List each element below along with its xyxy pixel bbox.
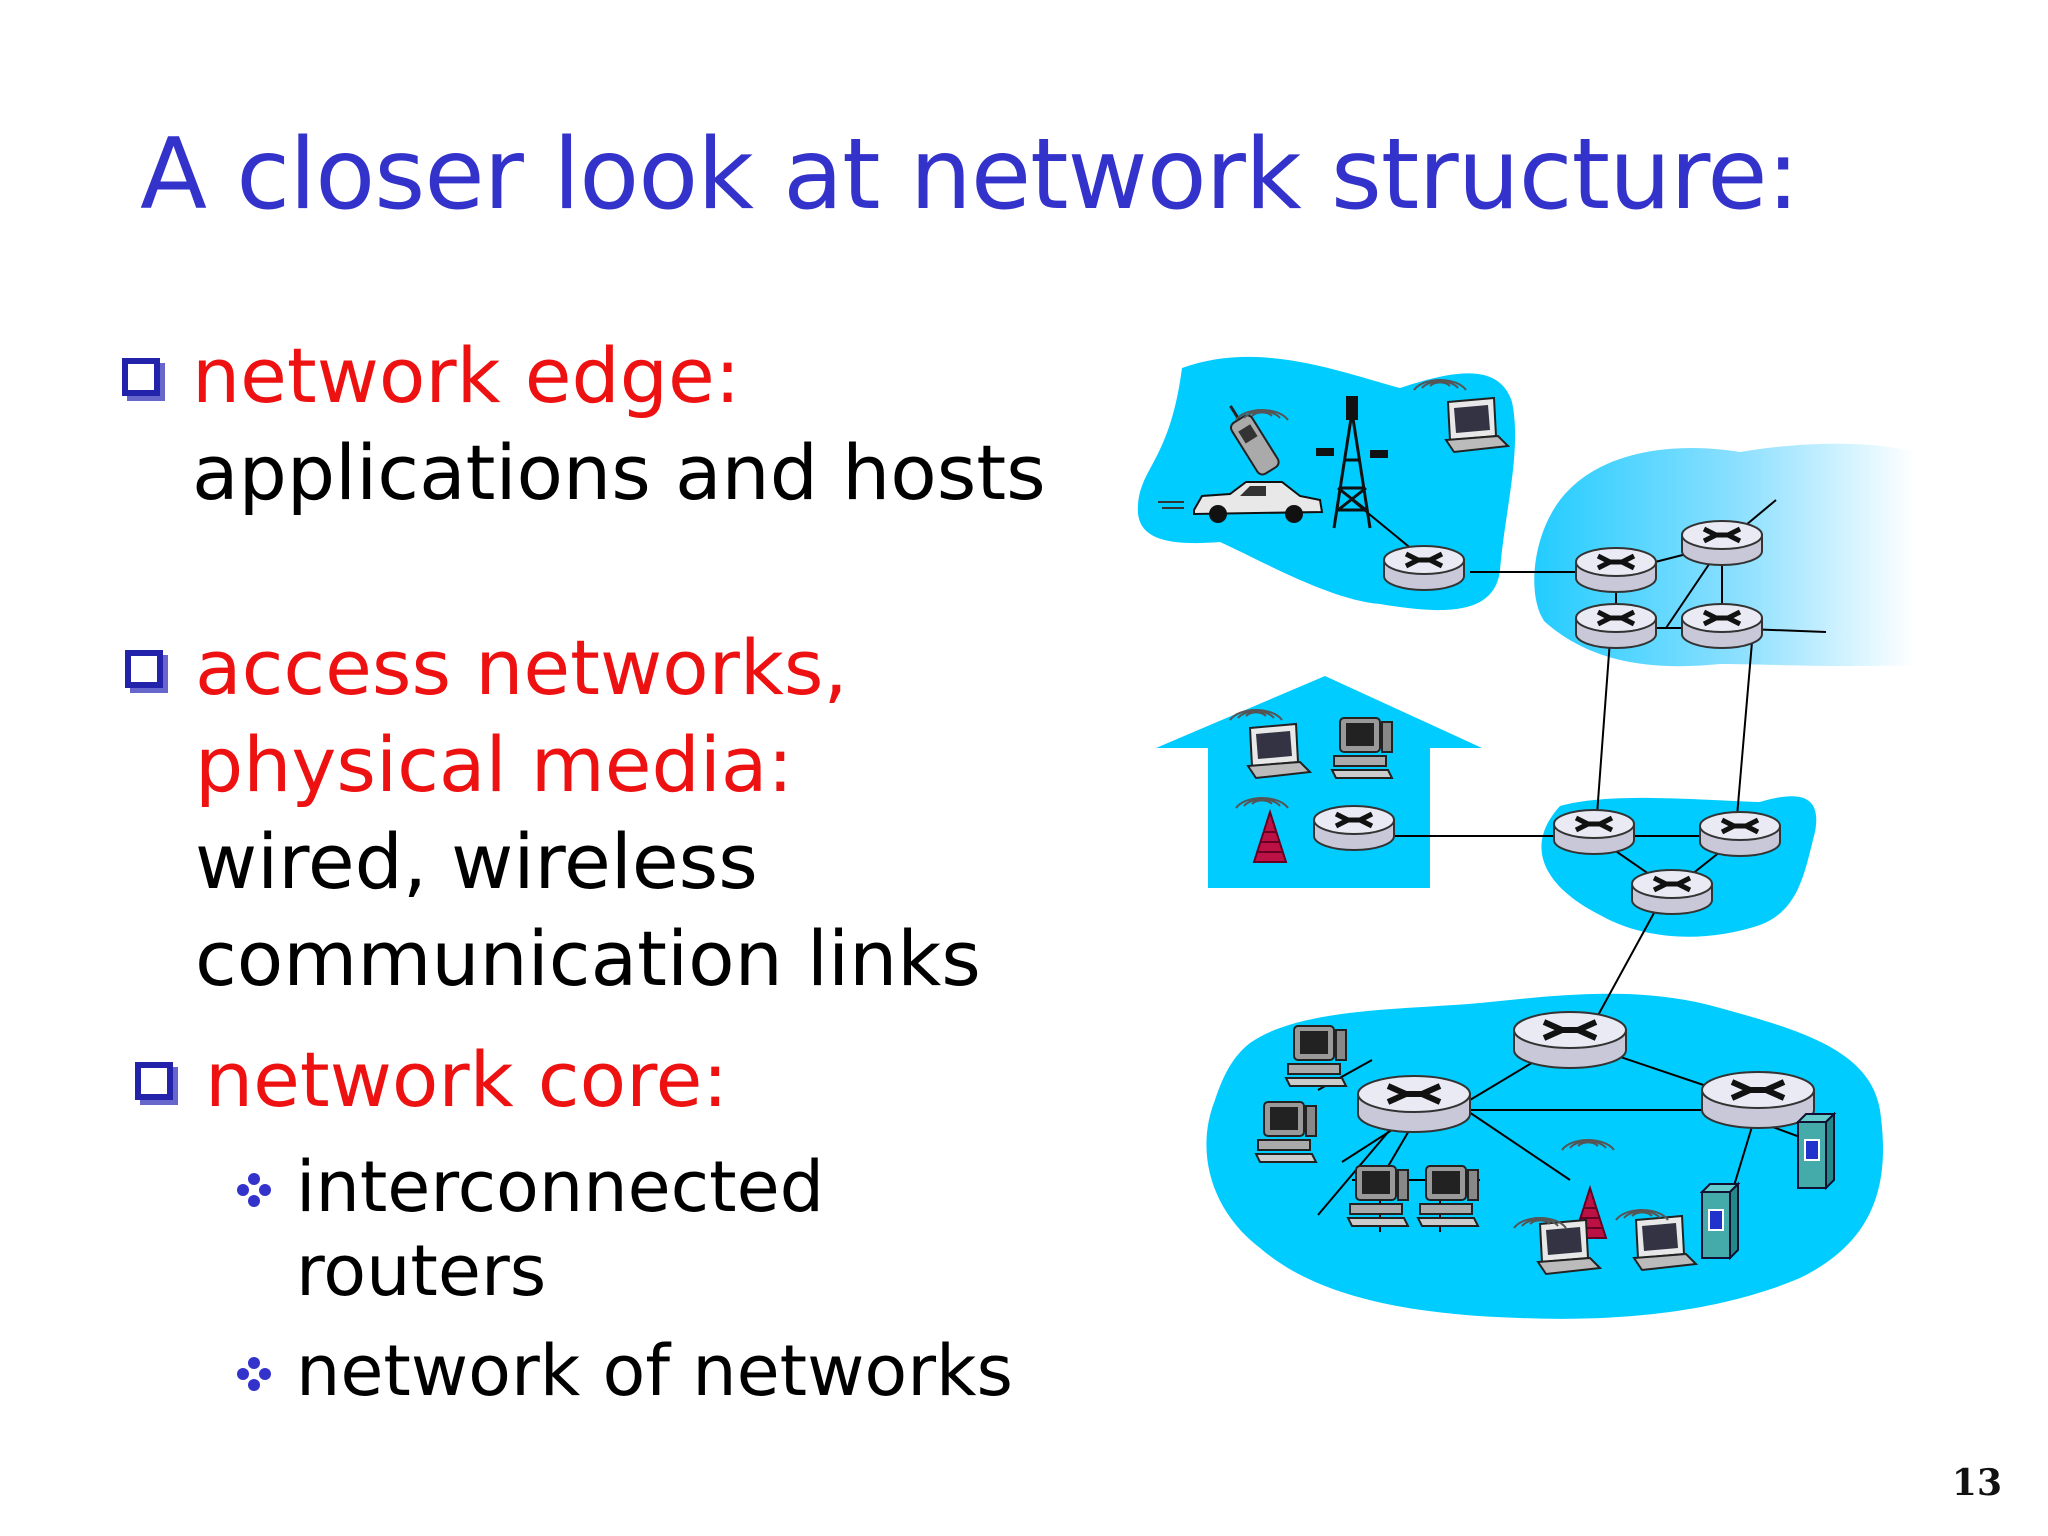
router-icon	[1682, 604, 1762, 648]
desktop-computer-icon	[1417, 1165, 1479, 1227]
access-networks-text-line-1: wired, wireless	[195, 817, 758, 906]
page-number: 13	[1951, 1462, 2002, 1504]
access-networks-text-line-2: communication links	[195, 914, 981, 1003]
core-sub-item-1-line-1: interconnected	[296, 1146, 825, 1228]
router-icon	[1576, 548, 1656, 592]
desktop-computer-icon	[1331, 717, 1393, 779]
checkbox-bullet-icon	[122, 358, 160, 396]
router-icon	[1358, 1076, 1470, 1132]
core-sub-item-2: network of networks	[296, 1330, 1013, 1412]
cell-phone-icon	[1229, 405, 1280, 476]
router-icon	[1702, 1072, 1814, 1128]
network-core-heading: network core:	[205, 1035, 729, 1124]
desktop-computer-icon	[1347, 1165, 1409, 1227]
router-icon	[1384, 546, 1464, 590]
checkbox-bullet-icon	[125, 650, 163, 688]
router-icon	[1514, 1012, 1626, 1068]
router-icon	[1700, 812, 1780, 856]
router-icon	[1314, 806, 1394, 850]
access-networks-heading-line-2: physical media:	[195, 720, 794, 809]
router-icon	[1632, 870, 1712, 914]
core-sub-item-1-line-2: routers	[296, 1230, 547, 1312]
diamond-bullet-icon	[237, 1173, 271, 1207]
router-icon	[1576, 604, 1656, 648]
slide-title: A closer look at network structure:	[140, 118, 1800, 232]
car-icon	[1158, 481, 1324, 523]
network-edge-heading: network edge:	[192, 331, 741, 420]
desktop-computer-icon	[1285, 1025, 1347, 1087]
access-networks-heading-line-1: access networks,	[195, 623, 848, 712]
home-network	[1156, 676, 1482, 888]
checkbox-bullet-icon	[135, 1062, 173, 1100]
router-icon	[1554, 810, 1634, 854]
server-icon	[1797, 1113, 1835, 1189]
router-icon	[1682, 521, 1762, 565]
desktop-computer-icon	[1255, 1101, 1317, 1163]
network-edge-text: applications and hosts	[192, 428, 1046, 517]
server-icon	[1701, 1183, 1739, 1259]
cell-tower-icon	[1316, 396, 1388, 529]
diamond-bullet-icon	[237, 1357, 271, 1391]
